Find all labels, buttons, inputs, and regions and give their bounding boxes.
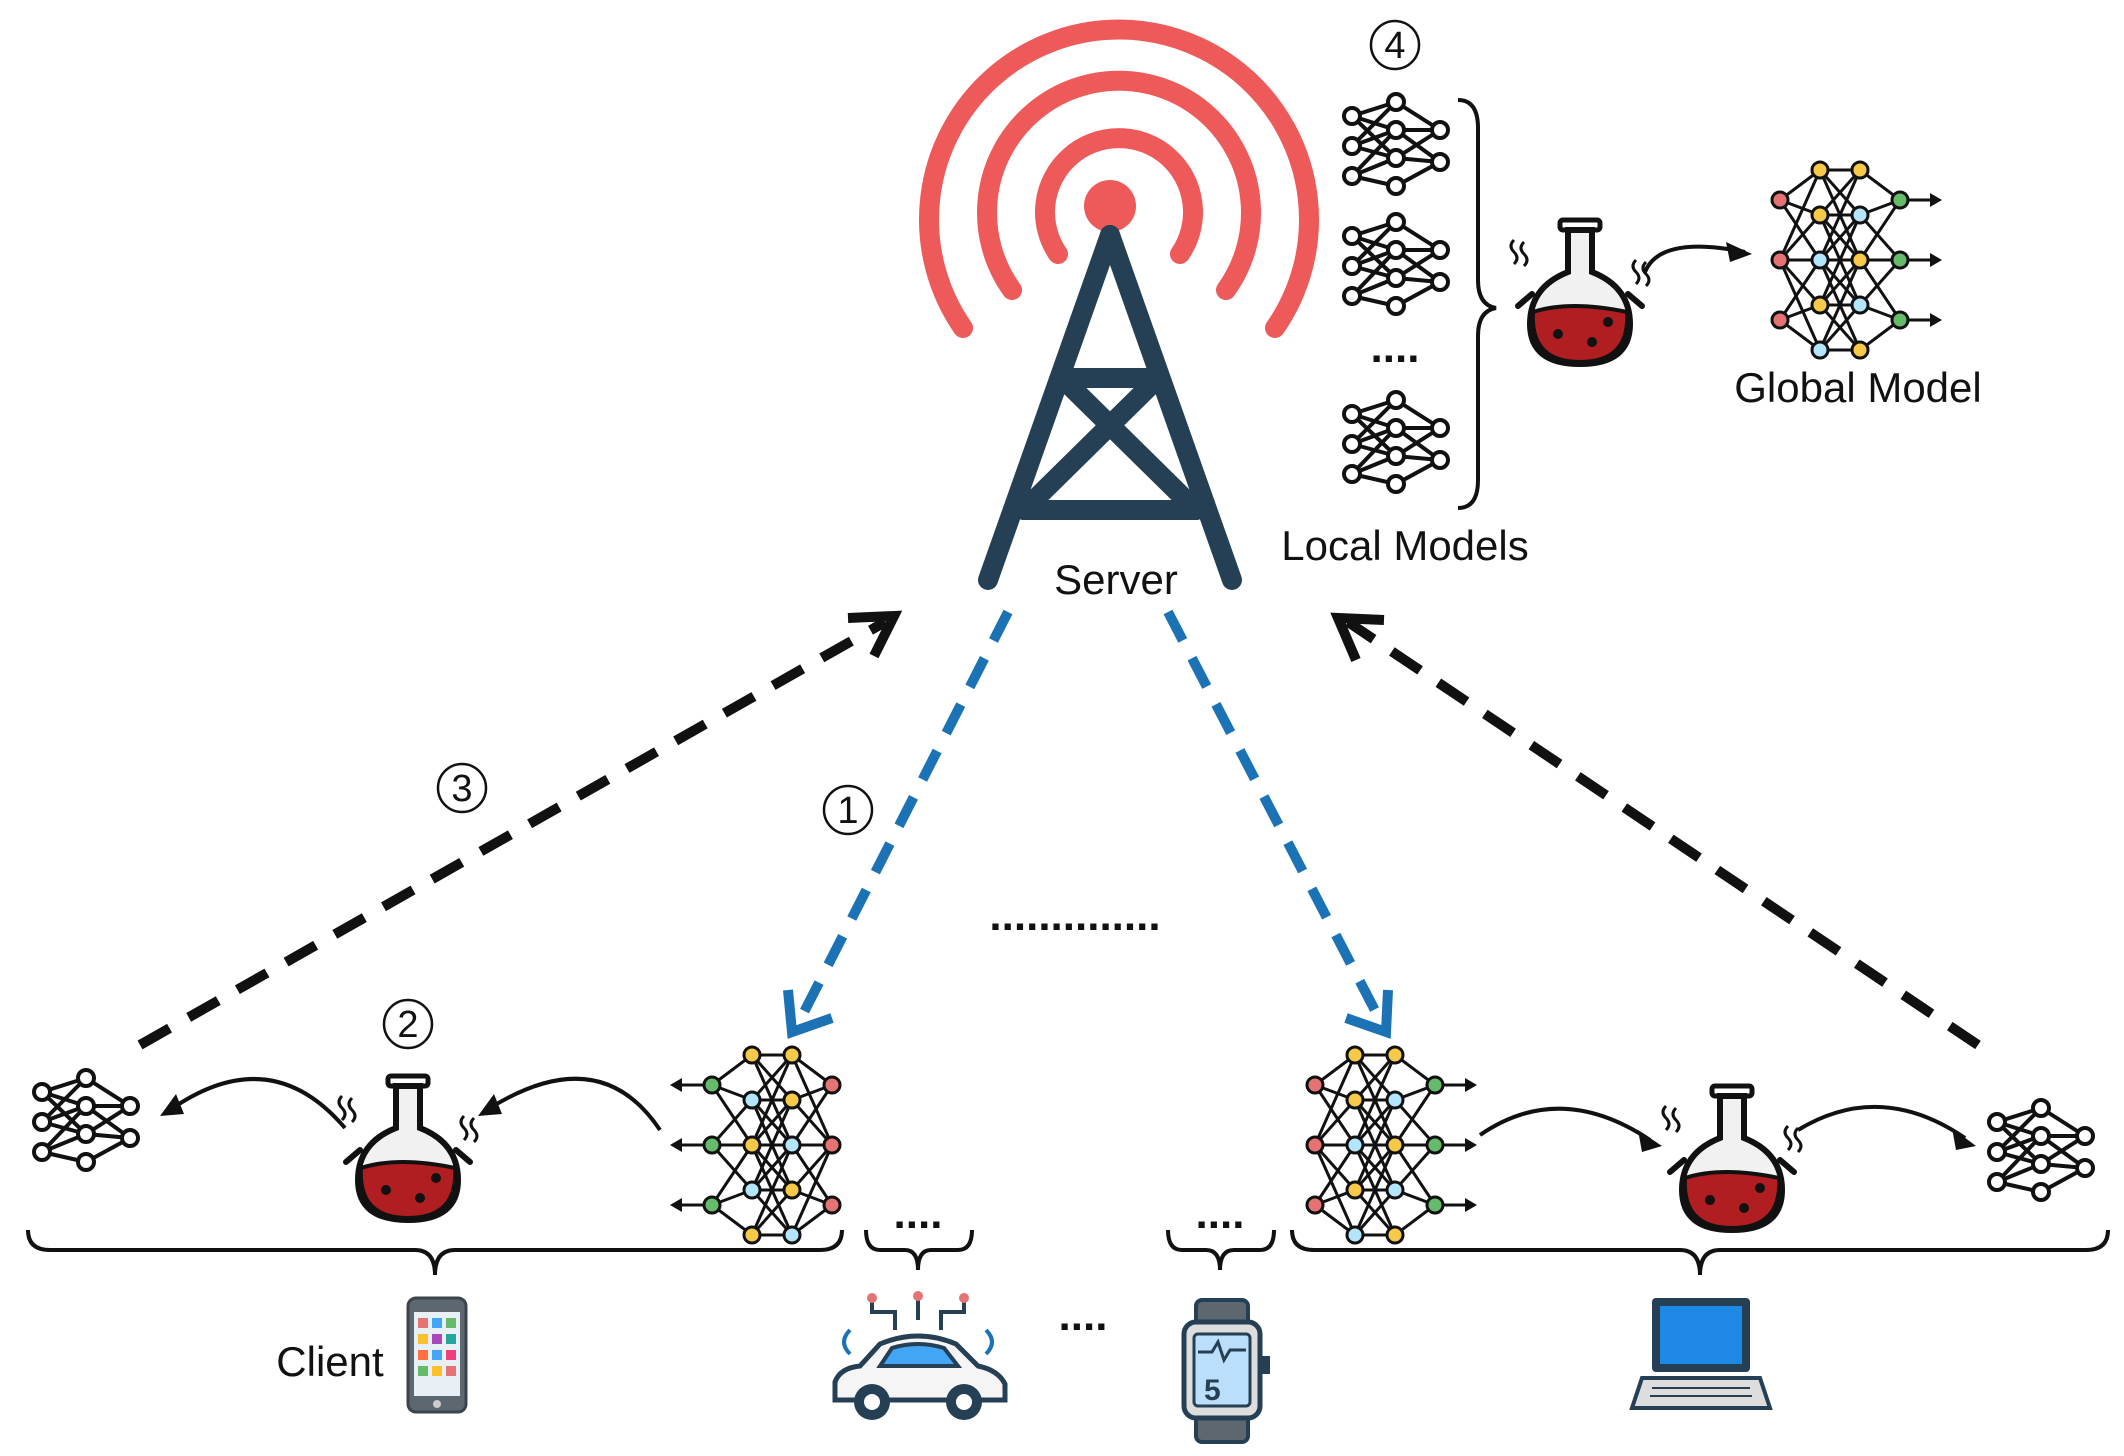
step-4-number: 4 [1384,25,1405,67]
server-label: Server [1054,556,1178,603]
client-label: Client [276,1338,384,1385]
upload-arrow-right [1330,612,1981,1050]
laptop-received-global-model-icon [1305,1045,1479,1245]
global-model-icon [1770,160,1944,360]
bottom-braces [26,1229,2110,1276]
download-arrow-left [783,609,1013,1039]
phone-icon [406,1296,468,1414]
server-tower-icon [919,19,1319,590]
step-2-number: 2 [397,1004,418,1046]
global-model-label: Global Model [1734,364,1981,411]
car-icon [832,1291,1008,1420]
step-1-marker: 1 [822,784,874,836]
step-1-number: 1 [837,790,858,832]
local-model-2-icon [1342,212,1450,316]
watch-screen-digit: 5 [1204,1374,1221,1407]
laptop-flask-to-local-model-arrow [1796,1104,1967,1140]
download-arrow-right [1163,609,1393,1039]
global-to-flask-arrow [488,1076,662,1132]
watch-ellipsis: .... [1196,1189,1245,1238]
client-received-global-model-icon [668,1045,842,1245]
car-brace [864,1229,974,1271]
upload-arrow-left [137,610,903,1050]
step-2-marker: 2 [382,998,434,1050]
devices-ellipsis: .... [1059,1291,1108,1340]
local-models-brace [1457,98,1497,510]
phone-brace [26,1229,844,1276]
local-model-3-icon [1342,390,1450,494]
laptop-local-model-icon [1987,1098,2095,1202]
smartwatch-icon: 5 [1181,1298,1270,1444]
client-training-flask-icon [339,1076,477,1220]
laptop-brace [1290,1229,2110,1276]
watch-brace [1166,1229,1276,1271]
local-model-1-icon [1342,92,1450,196]
local-models-ellipsis: .... [1371,323,1420,372]
laptop-training-flask-icon [1663,1086,1801,1230]
car-ellipsis: .... [894,1189,943,1238]
step-3-marker: 3 [436,762,488,814]
laptop-icon [1629,1298,1773,1410]
flask-to-local-model-arrow [168,1077,347,1130]
step-4-marker: 4 [1369,19,1421,71]
server-aggregation-flask-icon [1511,220,1649,364]
center-ellipsis: .............. [989,891,1160,940]
step-3-number: 3 [451,768,472,810]
laptop-global-to-flask-arrow [1478,1106,1652,1142]
local-models-label: Local Models [1281,522,1528,569]
client-local-model-icon [32,1068,140,1172]
